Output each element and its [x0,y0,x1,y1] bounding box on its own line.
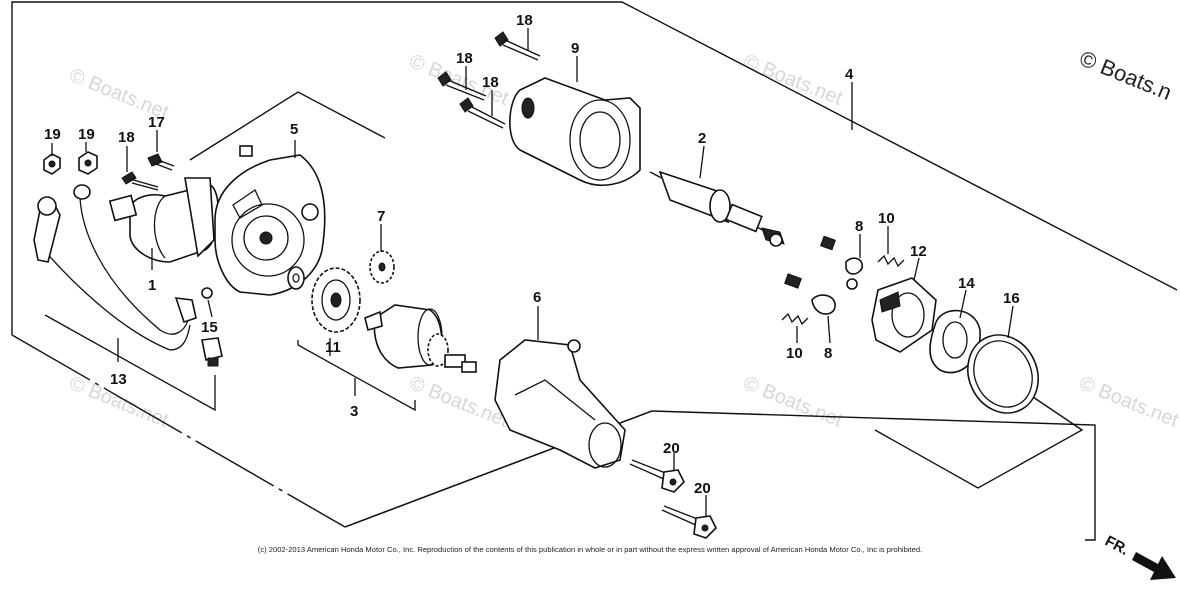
watermark-brand: © Boats.n [1076,45,1175,104]
watermark-tile: © Boats.net [740,50,846,110]
callout-20: 20 [694,480,711,497]
front-arrow-icon [1132,552,1176,580]
copyright-notice: (c) 2002-2013 American Honda Motor Co., … [257,545,923,554]
insulator-14 [929,309,981,374]
gear-11 [311,267,361,333]
bolt-18-left [121,171,159,191]
leader-lines [51,28,1014,516]
frame-5 [189,91,386,161]
washer-15 [201,287,223,367]
callout-20: 20 [663,440,680,457]
cable-13 [33,184,197,351]
bolt-17 [147,153,175,171]
nut-19-right [78,151,98,175]
frame-brush-holder [874,394,1084,489]
callout-18: 18 [482,74,499,91]
callout-7: 7 [377,208,385,225]
callout-19: 19 [44,126,61,143]
watermark-tile: © Boats.net [1076,372,1180,432]
end-housing-5 [214,145,326,296]
bolt-20-lower [661,505,717,539]
bolt-18-low [459,97,506,129]
callout-3: 3 [350,403,358,420]
washer-small [287,266,305,290]
brush-8-upper [820,235,863,290]
callout-17: 17 [148,114,165,131]
callout-10: 10 [786,345,803,362]
callout-16: 16 [1003,290,1020,307]
bolt-18-mid [437,71,487,101]
bolt-18-top [494,31,541,61]
bracket-13 [44,314,216,412]
callout-4: 4 [845,66,854,83]
spring-10-lower [781,312,809,326]
nut-19-left [43,153,61,175]
callout-18: 18 [456,50,473,67]
callout-labels: 19 19 18 17 1 5 7 18 9 18 18 4 2 6 8 10 … [44,12,1020,497]
callout-2: 2 [698,130,706,147]
callout-11: 11 [325,339,341,356]
solenoid-1 [108,177,220,263]
callout-14: 14 [958,275,975,292]
front-cover-6 [494,339,626,469]
gear-7 [369,250,395,284]
callout-8: 8 [855,218,863,235]
callout-19: 19 [78,126,95,143]
callout-8: 8 [824,345,832,362]
o-ring-16 [967,334,1039,414]
callout-5: 5 [290,121,298,138]
armature-2 [649,170,785,247]
callout-15: 15 [201,319,218,336]
bolt-20-upper [629,459,685,493]
front-direction-indicator: FR. [1102,533,1176,580]
bracket-3 [297,340,416,412]
callout-13: 13 [110,371,127,388]
callout-1: 1 [148,277,156,294]
callout-18: 18 [118,129,135,146]
callout-10: 10 [878,210,895,227]
brush-8-lower [784,273,836,315]
callout-9: 9 [571,40,579,57]
spring-10-upper [877,254,905,268]
callout-12: 12 [910,243,927,260]
yoke-9 [509,77,641,186]
watermark-tile: © Boats.net [740,372,846,432]
callout-6: 6 [533,289,541,306]
callout-18: 18 [516,12,533,29]
brush-holder-12 [871,277,937,353]
overrunning-clutch [364,304,477,373]
